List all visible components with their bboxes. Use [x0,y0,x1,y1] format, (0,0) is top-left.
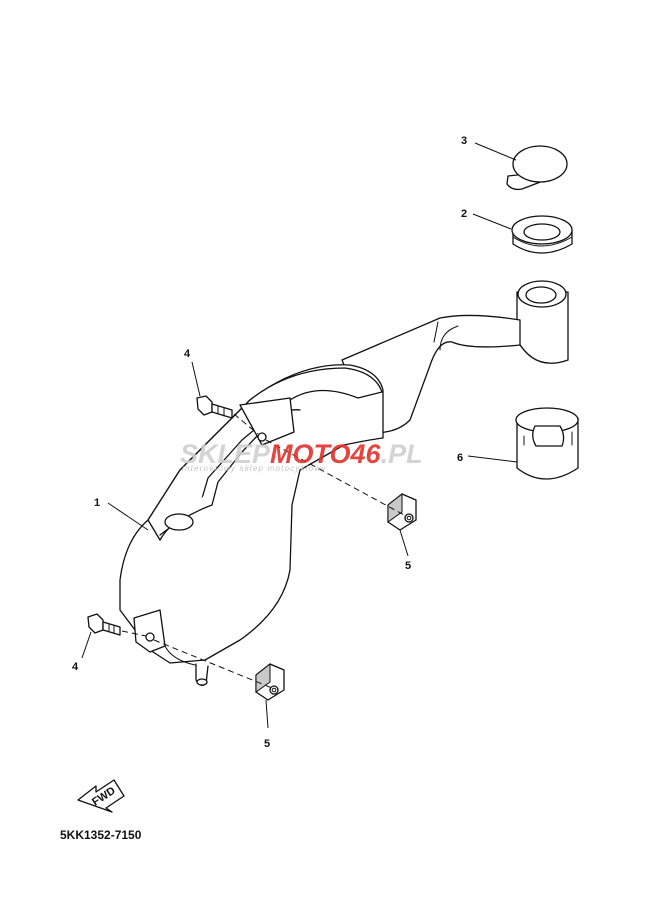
damper-part-6 [515,407,579,480]
clip-part-5-lower [255,662,285,701]
leader-3 [474,142,517,161]
clip-axis-upper [265,439,407,517]
leader-2 [472,213,512,230]
label-6: 6 [457,452,463,464]
part-code: 5KK1352-7150 [60,828,142,842]
watermark-tagline: internetowy sklep motocyklowy [182,464,327,473]
grommet-part-2 [511,215,573,254]
fwd-arrow-icon: FWD [77,779,125,813]
watermark-brand: SKLEPMOTO46.PL [180,439,423,469]
label-3: 3 [461,135,467,147]
leader-6 [467,455,518,463]
leader-1 [107,502,149,531]
label-5a: 5 [405,560,411,572]
label-1: 1 [94,497,100,509]
filler-neck [516,280,569,364]
label-4a: 4 [184,348,191,360]
bolt-part-4-upper [196,395,233,419]
tank-part-1 [119,364,384,686]
watermark: SKLEPMOTO46.PL internetowy sklep motocyk… [180,439,423,473]
label-2: 2 [461,208,467,220]
bolt-axis-lower [121,630,147,637]
leader-4a [191,361,201,397]
bolt-axis-upper [233,413,259,435]
leader-5b [265,699,269,729]
bolt-part-4-lower [87,613,121,636]
leader-5a [399,529,409,557]
cap-part-3 [506,145,568,191]
leader-4b [81,631,92,659]
clip-part-5-upper [387,492,417,531]
clip-axis-lower [153,639,273,689]
label-4b: 4 [72,661,79,673]
breather-pipe [341,314,521,436]
label-5b: 5 [264,738,270,750]
